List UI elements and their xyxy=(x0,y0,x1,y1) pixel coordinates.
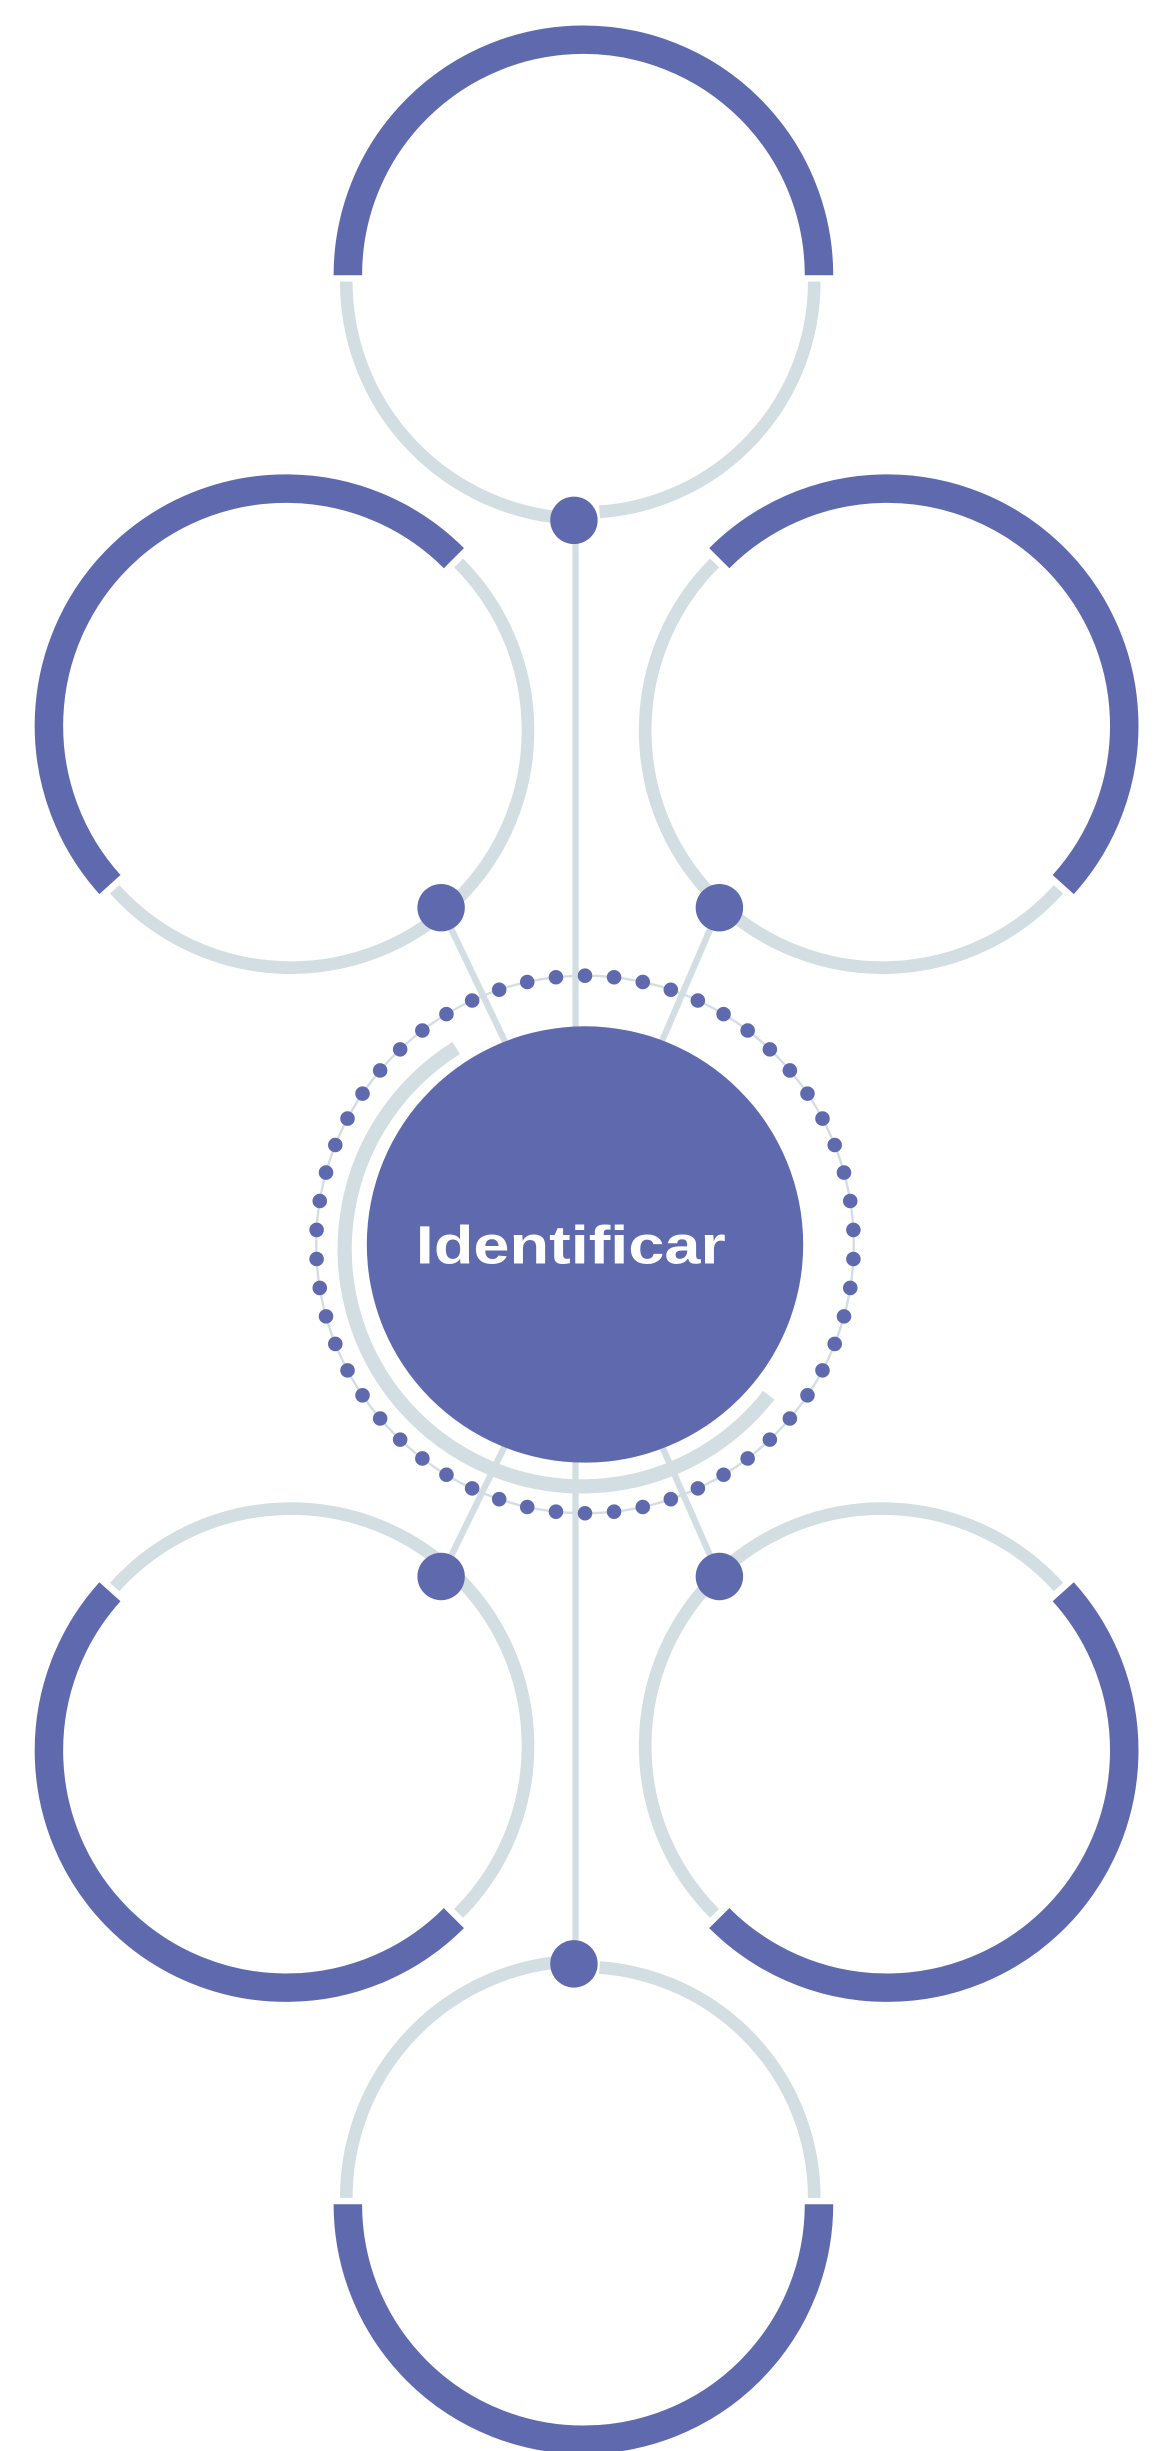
ring-dot xyxy=(439,1467,454,1483)
ring-dot xyxy=(309,1222,324,1238)
upper-left-circle-accent-arc xyxy=(34,474,464,895)
ring-dot xyxy=(372,1411,388,1426)
ring-dot xyxy=(519,974,535,990)
lower-left-circle-accent-arc xyxy=(34,1582,464,2002)
upper-right-circle-accent-arc xyxy=(709,474,1139,895)
bottom-circle-muted-arc-right xyxy=(599,1961,821,2198)
ring-dot xyxy=(800,1086,815,1101)
ring-dot xyxy=(318,1165,334,1180)
node-upper-right xyxy=(695,883,744,932)
ring-dot xyxy=(740,1023,755,1038)
node-bottom xyxy=(550,1940,598,1988)
ring-dot xyxy=(464,993,480,1008)
top-circle-muted-arc-left xyxy=(339,281,556,524)
ring-dot xyxy=(309,1251,324,1267)
ring-dot xyxy=(439,1006,454,1022)
bottom-circle-muted-arc-left xyxy=(339,1956,556,2198)
ring-dot xyxy=(491,1491,507,1507)
center-muted-arc xyxy=(337,1042,775,1494)
top-circle-accent-arc xyxy=(333,25,834,276)
ring-dot xyxy=(690,993,706,1008)
ring-dot xyxy=(464,1481,480,1496)
node-lower-left xyxy=(417,1552,465,1601)
ring-dot xyxy=(762,1042,778,1057)
connector-upper-left xyxy=(438,906,509,1046)
ring-dot xyxy=(577,1505,593,1521)
ring-dot xyxy=(392,1432,408,1447)
ring-dot xyxy=(312,1280,328,1296)
ring-dot xyxy=(392,1042,408,1057)
ring-dot xyxy=(782,1411,798,1426)
ring-dot xyxy=(606,969,622,985)
ring-dot xyxy=(318,1309,334,1324)
ring-dot xyxy=(415,1451,430,1466)
ring-dot xyxy=(340,1111,355,1126)
node-lower-right xyxy=(695,1552,744,1601)
ring-dot xyxy=(577,968,593,983)
ring-dot xyxy=(800,1388,815,1403)
ring-dot xyxy=(740,1451,755,1466)
ring-dot xyxy=(328,1137,343,1153)
ring-dot xyxy=(355,1086,370,1101)
ring-dot xyxy=(415,1023,430,1038)
bottom-circle-accent-arc xyxy=(333,2204,834,2451)
center-circle xyxy=(366,1026,804,1463)
ring-dot xyxy=(340,1363,355,1378)
ring-dot xyxy=(846,1222,861,1238)
ring-dot xyxy=(635,1499,651,1515)
lower-left-circle-muted-arc xyxy=(109,1502,535,1918)
ring-dot xyxy=(827,1336,842,1352)
ring-dot xyxy=(782,1063,798,1078)
ring-dot xyxy=(372,1063,388,1078)
dotted-ring xyxy=(309,968,861,1521)
ring-dot xyxy=(663,1491,679,1507)
upper-left-circle-muted-arc xyxy=(109,558,535,974)
top-circle-muted-arc-right xyxy=(599,281,821,519)
ring-dot xyxy=(716,1006,731,1022)
ring-dot xyxy=(663,982,679,998)
node-top xyxy=(550,496,598,545)
ring-dot xyxy=(548,1504,564,1519)
ring-dot xyxy=(690,1481,706,1496)
ring-dot xyxy=(842,1280,858,1296)
ring-dot xyxy=(716,1467,731,1483)
ring-dot xyxy=(606,1504,622,1519)
ring-dot xyxy=(836,1165,852,1180)
lower-right-circle-accent-arc xyxy=(709,1582,1139,2002)
ring-dot xyxy=(635,974,651,990)
node-upper-left xyxy=(417,883,465,932)
ring-dot xyxy=(846,1251,861,1267)
ring-dot xyxy=(328,1336,343,1352)
ring-dot xyxy=(519,1499,535,1515)
ring-dot xyxy=(355,1388,370,1403)
ring-dot xyxy=(815,1111,830,1126)
ring-dot xyxy=(312,1193,328,1209)
ring-dot xyxy=(491,982,507,998)
ring-dot xyxy=(827,1137,842,1153)
ring-dot xyxy=(836,1309,852,1324)
ring-dot xyxy=(842,1193,858,1209)
ring-dot xyxy=(548,969,564,985)
ring-dot xyxy=(762,1432,778,1447)
connector-upper-right xyxy=(657,906,723,1045)
ring-dot xyxy=(815,1363,830,1378)
center-label: Identificar xyxy=(416,1215,726,1275)
